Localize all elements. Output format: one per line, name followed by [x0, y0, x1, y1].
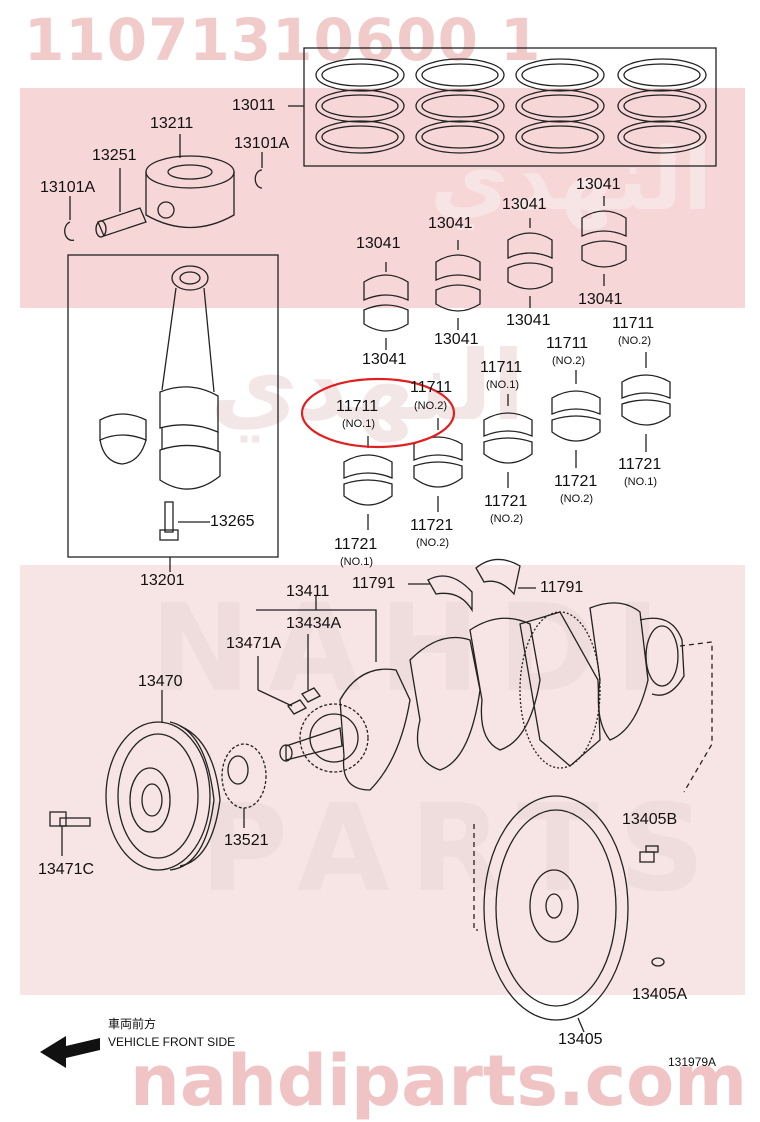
label-11721: 11721: [618, 456, 662, 473]
piston-pin-icon: [95, 207, 147, 238]
crankshaft-key-icon: [301, 687, 321, 703]
label-13411: 13411: [286, 583, 330, 600]
label-13405a: 13405A: [632, 986, 688, 1003]
sublabel-no1: (NO.1): [624, 476, 657, 488]
label-13405: 13405: [558, 1031, 603, 1048]
label-11721: 11721: [410, 517, 454, 534]
connecting-rod-icon: [159, 265, 221, 490]
vehicle-front-kanji: 車両前方: [108, 1017, 157, 1031]
label-13201: 13201: [140, 572, 185, 589]
rod-bearing-icon: [99, 413, 147, 465]
thrust-washer-icon: [427, 575, 473, 613]
thrust-washer-icon: [475, 558, 521, 596]
piston-ring-icon: [315, 58, 405, 154]
sublabel-no2: (NO.2): [416, 537, 449, 549]
flywheel-dash-box: [473, 824, 478, 931]
main-bearing-pair-icon: [343, 454, 393, 506]
flywheel-icon: [483, 795, 629, 1021]
label-11711: 11711: [336, 398, 379, 415]
main-bearing-pair-icon: [483, 412, 533, 464]
sublabel-no1: (NO.1): [342, 418, 375, 430]
timing-sprocket-icon: [299, 703, 369, 773]
highlight-circle: [300, 377, 456, 449]
label-11791-left: 11791: [352, 575, 396, 592]
watermark-brand-nahdi: NAHDI: [150, 580, 678, 719]
crankshaft-gear-icon: [519, 611, 601, 769]
label-13041: 13041: [362, 351, 407, 368]
label-11721: 11721: [334, 536, 378, 553]
vehicle-front-arrow-icon: [40, 1036, 100, 1068]
main-bearing-pair-icon: [621, 374, 671, 426]
watermark-band-bottom: [20, 565, 745, 995]
sublabel-no2: (NO.2): [560, 493, 593, 505]
label-11711: 11711: [546, 335, 589, 352]
label-11791-right: 11791: [540, 579, 584, 596]
figure-id: 131979A: [668, 1055, 717, 1069]
label-13521: 13521: [224, 832, 269, 849]
label-11711: 11711: [480, 359, 523, 376]
label-13041: 13041: [576, 176, 621, 193]
sublabel-no2: (NO.2): [618, 335, 651, 347]
piston-ring-icon: [617, 58, 707, 154]
label-13434a: 13434A: [286, 615, 342, 632]
main-bearing-pair-icon: [413, 436, 463, 488]
piston-ring-icon: [415, 58, 505, 154]
sublabel-no1: (NO.1): [486, 379, 519, 391]
label-11711: 11711: [410, 379, 453, 396]
label-13041: 13041: [502, 196, 547, 213]
rod-bearing-pair-icon: [363, 274, 409, 332]
watermark-band-top: [20, 88, 745, 308]
vehicle-front-text: VEHICLE FRONT SIDE: [108, 1035, 236, 1049]
label-13251: 13251: [92, 147, 137, 164]
label-13470: 13470: [138, 673, 183, 690]
label-13405b: 13405B: [622, 811, 678, 828]
rod-bearing-pair-icon: [507, 232, 553, 290]
label-13471a: 13471A: [226, 635, 282, 652]
label-13101a-left: 13101A: [40, 179, 96, 196]
flywheel-bolt-icon: [639, 845, 659, 863]
label-13265: 13265: [210, 513, 255, 530]
rod-bearing-pair-icon: [435, 254, 481, 312]
crankshaft-key-icon: [287, 699, 307, 715]
label-13041: 13041: [434, 331, 479, 348]
snap-ring-icon: [64, 221, 75, 242]
connecting-rod-box: [67, 254, 279, 558]
sublabel-no2: (NO.2): [414, 400, 447, 412]
sublabel-no2: (NO.2): [490, 513, 523, 525]
main-bearing-pair-icon: [551, 390, 601, 442]
piston-icon: [145, 155, 235, 229]
rod-bearing-pair-icon: [581, 210, 627, 268]
snap-ring-icon: [254, 169, 263, 189]
flywheel-dash-guide: [679, 641, 713, 793]
label-11721: 11721: [484, 493, 528, 510]
sublabel-no2: (NO.2): [552, 355, 585, 367]
pulley-bolt-icon: [49, 811, 91, 827]
oil-pump-gear-icon: [221, 743, 267, 809]
label-11711: 11711: [612, 315, 655, 332]
crankshaft-pulley-icon: [105, 721, 221, 871]
sublabel-no1: (NO.1): [340, 556, 373, 568]
label-13041: 13041: [356, 235, 401, 252]
rod-bolt-icon: [159, 501, 179, 541]
label-13471c: 13471C: [38, 861, 95, 878]
watermark-arabic-2: النهدي: [210, 330, 525, 442]
label-11721: 11721: [554, 473, 598, 490]
watermark-site: nahdiparts.com: [130, 1040, 748, 1122]
piston-ring-icon: [515, 58, 605, 154]
piston-ring-set-box: [303, 47, 717, 167]
label-13101a-right: 13101A: [234, 135, 290, 152]
watermark-part-number: 11071310600 1: [24, 6, 542, 74]
label-13041: 13041: [506, 312, 551, 329]
label-13041: 13041: [578, 291, 623, 308]
label-13011: 13011: [232, 97, 276, 114]
watermark-brand-parts: PARTS: [200, 780, 726, 919]
flywheel-pin-icon: [651, 957, 665, 967]
label-13041: 13041: [428, 215, 473, 232]
label-13211: 13211: [150, 115, 194, 132]
